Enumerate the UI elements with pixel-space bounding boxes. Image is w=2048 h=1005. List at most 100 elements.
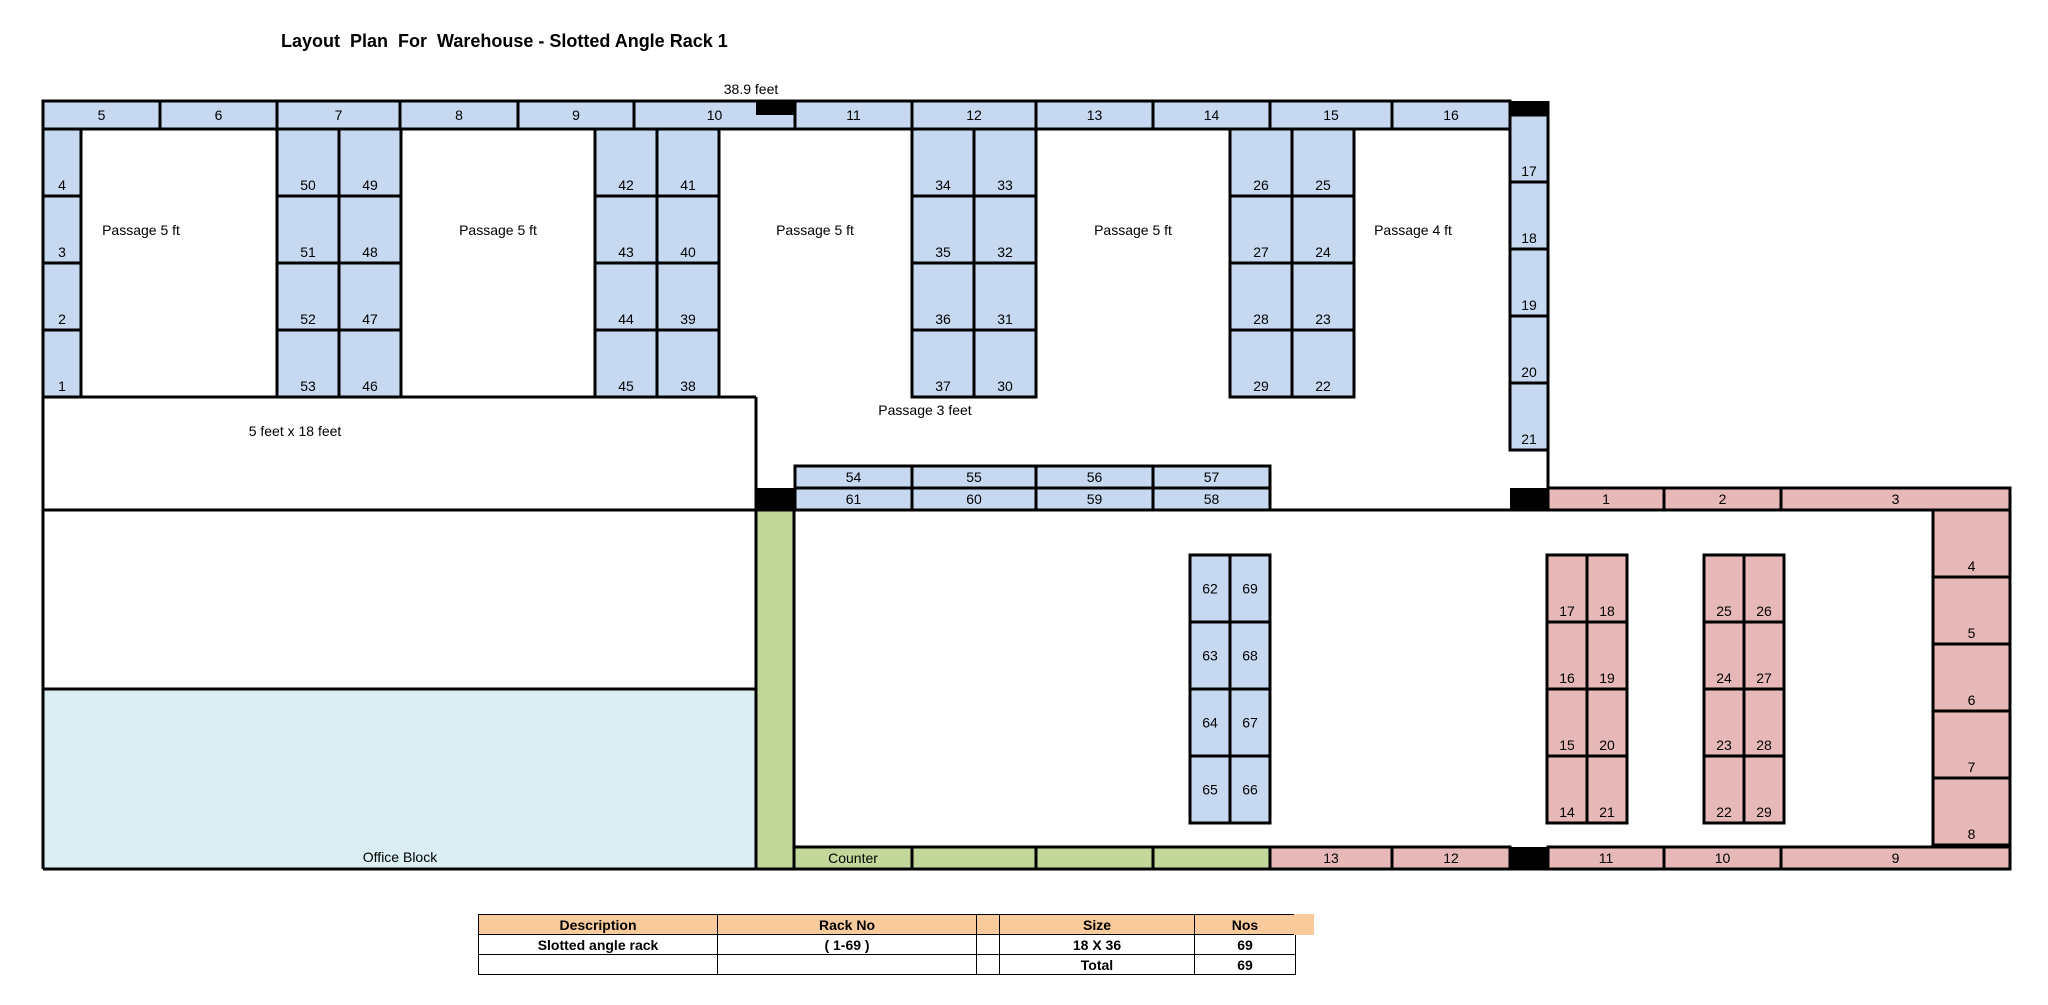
rack-blue [593,194,659,265]
rack-blue-label: 67 [1242,715,1258,731]
rack-pink-label: 25 [1716,603,1732,619]
rack-blue [1228,127,1294,198]
rack-pink-label: 17 [1559,603,1575,619]
rack-blue-label: 24 [1315,244,1331,260]
rack-blue [1151,486,1272,512]
counter-label: Counter [828,850,878,866]
passage-label: Passage 5 ft [1094,222,1172,238]
passage-label: Passage 5 ft [459,222,537,238]
rack-blue-label: 18 [1521,230,1537,246]
rack-blue [655,328,721,399]
rack-blue-label: 35 [935,244,951,260]
rack-blue [398,99,520,131]
rack-blue [337,328,403,399]
rack-pink-label: 12 [1443,850,1459,866]
rack-green [1151,845,1272,871]
rack-blue [593,328,659,399]
rack-pink-label: 10 [1715,850,1731,866]
rack-blue [1508,113,1550,184]
rack-blue-label: 57 [1204,469,1220,485]
rack-pink [1585,754,1629,825]
green-strip [756,510,794,869]
rack-blue-label: 23 [1315,311,1331,327]
area-size-label: 5 feet x 18 feet [249,423,342,439]
cell-size: 18 X 36 [999,934,1195,955]
header-blank [976,914,1000,935]
rack-pink [1545,687,1589,758]
rack-blue-label: 14 [1204,107,1220,123]
rack-pink-label: 27 [1756,670,1772,686]
rack-blue [1188,553,1232,624]
header-size: Size [999,914,1195,935]
rack-blue-label: 53 [300,378,316,394]
rack-blue-label: 52 [300,311,316,327]
rack-pink-label: 15 [1559,737,1575,753]
rack-blue [41,328,83,399]
rack-blue-label: 30 [997,378,1013,394]
rack-blue-label: 17 [1521,163,1537,179]
rack-blue [41,127,83,198]
rack-blue [158,99,279,131]
rack-blue-label: 21 [1521,431,1537,447]
rack-blue-label: 41 [680,177,696,193]
pillar [1510,488,1548,510]
rack-pink-label: 19 [1599,670,1615,686]
rack-pink-label: 13 [1323,850,1339,866]
office-block-label: Office Block [363,849,438,865]
table-row: Total 69 [478,954,1296,975]
rack-pink-label: 16 [1559,670,1575,686]
rack-blue-label: 44 [618,311,634,327]
header-accent [1294,914,1314,935]
cell-blank [976,954,1000,975]
rack-pink-label: 11 [1599,850,1614,866]
rack-blue-label: 49 [362,177,378,193]
rack-pink-label: 3 [1892,491,1900,507]
rack-pink-label: 5 [1968,625,1976,641]
rack-blue-label: 13 [1087,107,1103,123]
rack-pink-label: 29 [1756,804,1772,820]
rack-pink-label: 14 [1559,804,1575,820]
rack-blue-label: 4 [58,177,66,193]
rack-pink [1545,553,1589,624]
rack-blue-label: 63 [1202,648,1218,664]
rack-pink-label: 21 [1599,804,1615,820]
rack-blue-label: 42 [618,177,634,193]
rack-pink [1742,754,1786,825]
rack-pink-label: 1 [1602,491,1610,507]
rack-blue [593,261,659,332]
rack-blue [1034,99,1155,131]
rack-blue [972,328,1038,399]
rack-blue [1290,127,1356,198]
rack-green [1034,845,1155,871]
rack-blue-label: 25 [1315,177,1331,193]
summary-table: Description Rack No Size Nos Slotted ang… [478,914,1296,975]
rack-pink [1545,620,1589,691]
rack-blue-label: 46 [362,378,378,394]
cell-total-label: Total [999,954,1195,975]
rack-blue-label: 54 [846,469,862,485]
rack-blue-label: 34 [935,177,951,193]
table-header-row: Description Rack No Size Nos [478,914,1296,935]
header-description: Description [478,914,718,935]
rack-blue-label: 3 [58,244,66,260]
cell-total-nos: 69 [1194,954,1296,975]
rack-blue [1508,381,1550,452]
rack-blue [655,194,721,265]
pillar [1510,101,1548,115]
rack-blue-label: 33 [997,177,1013,193]
rack-blue [1290,261,1356,332]
rack-pink-label: 8 [1968,826,1976,842]
cell-rack-no: ( 1-69 ) [717,934,977,955]
rack-blue-label: 8 [455,107,463,123]
rack-blue-label: 12 [966,107,982,123]
rack-blue-label: 9 [572,107,580,123]
rack-pink-label: 6 [1968,692,1976,708]
rack-pink-label: 23 [1716,737,1732,753]
rack-blue-label: 43 [618,244,634,260]
rack-blue-label: 20 [1521,364,1537,380]
rack-pink [1702,620,1746,691]
rack-pink-label: 4 [1968,558,1976,574]
rack-pink [1585,553,1629,624]
rack-blue-label: 64 [1202,715,1218,731]
